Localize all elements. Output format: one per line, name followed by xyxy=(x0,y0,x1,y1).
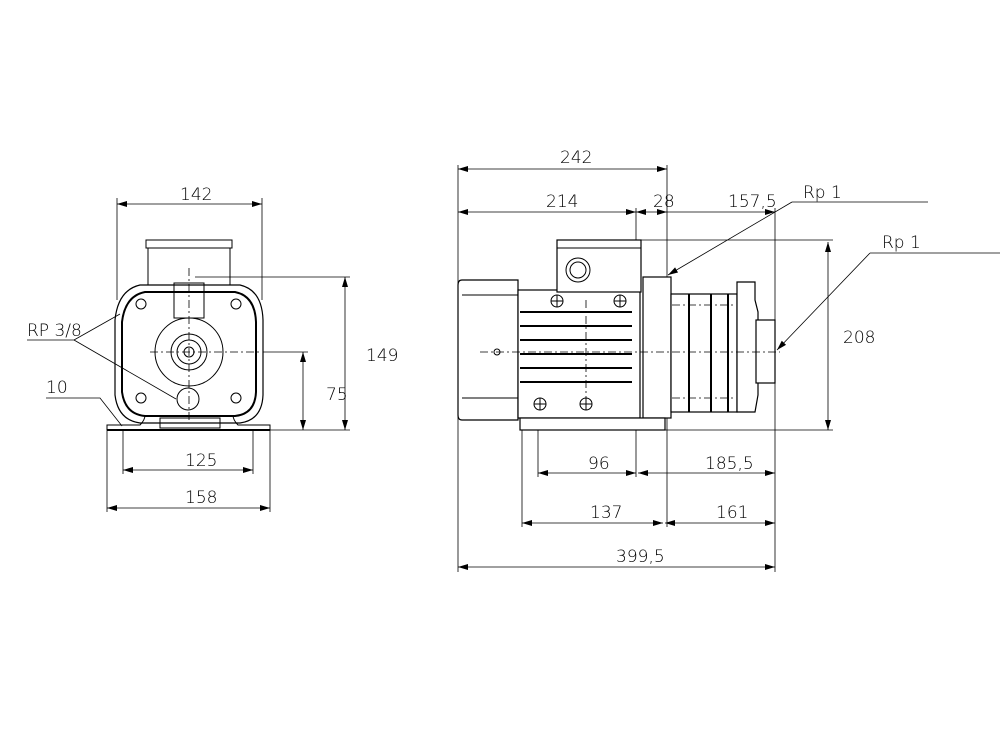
port-label-rp-3-8: RP 3/8 xyxy=(27,321,82,341)
side-pump-body xyxy=(457,239,780,431)
dim-242: 242 xyxy=(560,148,592,168)
dim-75: 75 xyxy=(326,385,348,405)
dim-137: 137 xyxy=(590,503,622,523)
dim-125: 125 xyxy=(185,451,217,471)
dim-208: 208 xyxy=(843,328,875,348)
dim-28: 28 xyxy=(653,192,675,212)
dim-185-5: 185,5 xyxy=(705,454,754,474)
dim-10: 10 xyxy=(46,378,68,398)
dim-157-5: 157,5 xyxy=(728,192,777,212)
dim-149: 149 xyxy=(366,346,398,366)
dim-158: 158 xyxy=(185,488,217,508)
front-view: 142 149 75 125 158 10 RP 3/8 xyxy=(27,185,398,512)
dim-96: 96 xyxy=(588,454,610,474)
dim-214: 214 xyxy=(546,192,578,212)
dim-142: 142 xyxy=(180,185,212,205)
dim-161: 161 xyxy=(716,503,748,523)
side-view: 242 214 28 157,5 208 96 185,5 137 161 39… xyxy=(457,148,1000,572)
front-pump-body xyxy=(106,239,271,431)
inlet-label-rp-1: Rp 1 xyxy=(803,183,842,203)
dim-399-5: 399,5 xyxy=(616,547,665,567)
outlet-label-rp-1: Rp 1 xyxy=(882,233,921,253)
